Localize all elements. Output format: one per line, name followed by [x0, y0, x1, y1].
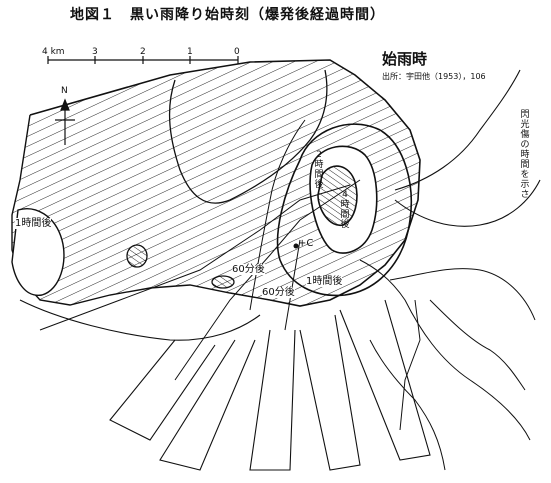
scale-label: 1 [187, 47, 193, 57]
label-sixty-min-b: 60分後 [262, 287, 295, 298]
hypocenter-marker [293, 243, 299, 249]
label-sixty-min: 60分後 [232, 264, 265, 275]
legend-note: 閃光傷の時間を示さ [520, 110, 530, 200]
north-arrow [55, 98, 75, 145]
label-two-hours: 2時間後 [314, 150, 324, 190]
scale-label: 0 [234, 47, 240, 57]
scale-label: 2 [140, 47, 146, 57]
rain-area [12, 60, 420, 306]
label-one-hour-east: 1時間後 [306, 276, 343, 287]
map-caption: 地図１ 黒い雨降り始時刻（爆発後経過時間） [70, 7, 385, 23]
scale-label: 3 [92, 47, 98, 57]
one-hour-contour-west [11, 208, 65, 296]
label-four-hours: 4時間後 [340, 190, 350, 230]
scale-bar [47, 56, 239, 64]
source-citation: 出所：宇田他（1953），106 [382, 72, 486, 81]
one-hour-contour-east [276, 123, 413, 297]
four-hour-core [317, 165, 358, 226]
rain-blob [126, 244, 148, 268]
map-title: 始雨時 [382, 50, 428, 68]
scale-label: 4 km [42, 47, 65, 57]
label-one-hour-west: 1時間後 [15, 218, 52, 229]
rain-blob [211, 275, 235, 289]
label-burst: +C [298, 238, 314, 249]
north-label: N [61, 86, 68, 96]
